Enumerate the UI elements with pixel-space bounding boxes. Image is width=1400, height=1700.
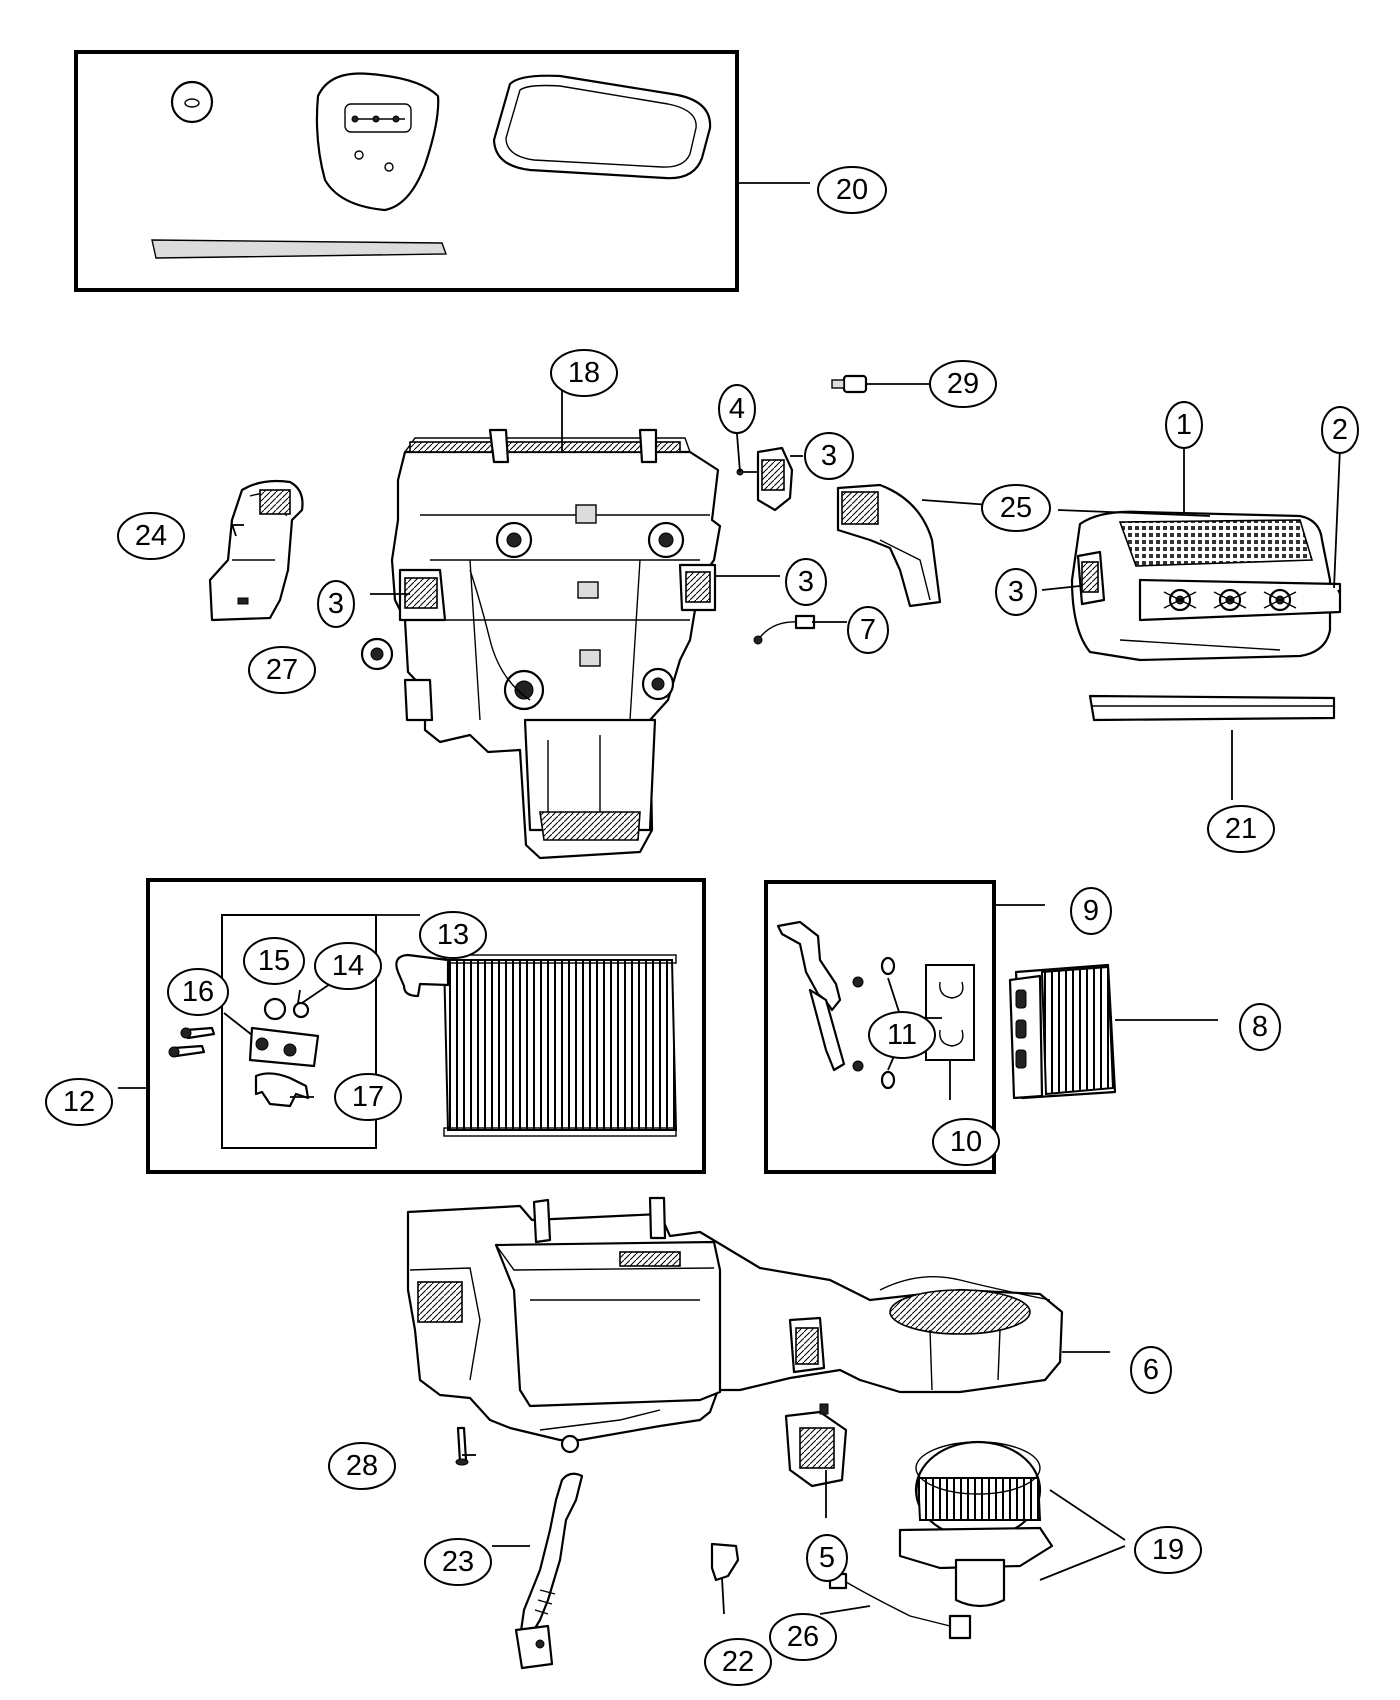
callout-2: 2 <box>1321 406 1359 454</box>
cabin-air-filter <box>1088 694 1336 722</box>
screw <box>455 1426 469 1466</box>
callout-29: 29 <box>929 360 997 408</box>
svg-text:2: 2 <box>1332 414 1348 446</box>
floor-duct-right <box>836 483 942 608</box>
heater-core <box>1008 963 1117 1100</box>
heater-core-kit-box <box>764 880 1117 1174</box>
svg-text:20: 20 <box>836 174 868 206</box>
svg-text:17: 17 <box>352 1081 384 1113</box>
svg-text:24: 24 <box>135 520 167 552</box>
svg-text:21: 21 <box>1225 813 1257 845</box>
sensor-wire <box>753 614 816 645</box>
callout-6: 6 <box>1130 1346 1172 1394</box>
evaporator-core <box>395 953 678 1137</box>
svg-text:25: 25 <box>1000 492 1032 524</box>
callout-3-left: 3 <box>317 580 355 628</box>
svg-text:23: 23 <box>442 1546 474 1578</box>
plug <box>360 637 394 671</box>
valve-bracket <box>254 1072 310 1108</box>
callout-16: 16 <box>167 968 229 1016</box>
expansion-valve <box>248 1026 320 1068</box>
callout-13: 13 <box>419 911 487 959</box>
callout-10: 10 <box>932 1118 1000 1166</box>
callout-26: 26 <box>769 1613 837 1661</box>
svg-text:14: 14 <box>332 950 364 982</box>
duct-seal-ring <box>492 74 712 180</box>
distribution-housing <box>390 428 722 860</box>
callout-5: 5 <box>806 1534 848 1582</box>
callout-18: 18 <box>550 349 618 397</box>
bolts <box>168 1026 216 1058</box>
svg-text:12: 12 <box>63 1086 95 1118</box>
svg-text:9: 9 <box>1083 895 1099 927</box>
svg-text:10: 10 <box>950 1126 982 1158</box>
callout-11: 11 <box>868 1011 936 1059</box>
callout-3-top: 3 <box>804 432 854 480</box>
blower-resistor <box>784 1403 848 1488</box>
svg-text:7: 7 <box>860 614 876 646</box>
callout-3-mid: 3 <box>785 558 827 606</box>
svg-text:18: 18 <box>568 357 600 389</box>
svg-text:15: 15 <box>258 945 290 977</box>
callout-17: 17 <box>334 1073 402 1121</box>
seal-kit-box <box>74 50 810 292</box>
svg-text:4: 4 <box>729 393 745 425</box>
svg-text:13: 13 <box>437 919 469 951</box>
pressure-switch <box>831 374 930 394</box>
callout-21: 21 <box>1207 805 1275 853</box>
heater-tubes <box>776 920 864 1072</box>
svg-text:1: 1 <box>1176 409 1192 441</box>
svg-text:28: 28 <box>346 1450 378 1482</box>
svg-text:3: 3 <box>328 588 344 620</box>
svg-text:3: 3 <box>798 566 814 598</box>
callout-27: 27 <box>248 646 316 694</box>
svg-text:26: 26 <box>787 1621 819 1653</box>
callout-28: 28 <box>328 1442 396 1490</box>
callout-19: 19 <box>1134 1526 1202 1574</box>
drain-hose <box>514 1472 584 1670</box>
callout-14: 14 <box>314 942 382 990</box>
foam-strip <box>151 239 447 259</box>
callout-23: 23 <box>424 1538 492 1586</box>
callout-12: 12 <box>45 1078 113 1126</box>
svg-text:6: 6 <box>1143 1354 1159 1386</box>
grommet <box>170 80 214 124</box>
callout-25: 25 <box>981 484 1051 532</box>
svg-text:5: 5 <box>819 1542 835 1574</box>
callout-20: 20 <box>817 166 887 214</box>
callout-8: 8 <box>1239 1003 1281 1051</box>
o-ring-small <box>292 1001 310 1019</box>
svg-text:22: 22 <box>722 1646 754 1678</box>
callout-9: 9 <box>1070 887 1112 935</box>
o-ring-large <box>263 997 287 1021</box>
callout-7: 7 <box>847 606 889 654</box>
o-rings <box>880 956 896 1090</box>
blower-motor <box>898 1440 1054 1608</box>
svg-text:29: 29 <box>947 368 979 400</box>
svg-text:11: 11 <box>887 1019 917 1051</box>
svg-text:27: 27 <box>266 654 298 686</box>
svg-text:19: 19 <box>1152 1534 1184 1566</box>
svg-text:3: 3 <box>1008 576 1024 608</box>
rear-blower-housing <box>1070 510 1342 662</box>
evaporator-kit-box <box>118 878 706 1174</box>
callout-3-right: 3 <box>995 568 1037 616</box>
callout-24: 24 <box>117 512 185 560</box>
wire-harness <box>828 1572 972 1640</box>
svg-text:8: 8 <box>1252 1011 1268 1043</box>
gasket-plate <box>315 72 440 212</box>
temp-sensor-actuator-top <box>736 446 794 512</box>
callout-1: 1 <box>1165 401 1203 449</box>
svg-text:3: 3 <box>821 440 837 472</box>
callout-22: 22 <box>704 1638 772 1686</box>
lower-housing <box>406 1196 1110 1454</box>
clip <box>710 1542 740 1582</box>
callout-4: 4 <box>718 384 756 434</box>
callout-15: 15 <box>243 937 305 985</box>
retaining-clips <box>925 964 975 1061</box>
floor-duct-left <box>208 479 304 622</box>
svg-text:16: 16 <box>182 976 214 1008</box>
